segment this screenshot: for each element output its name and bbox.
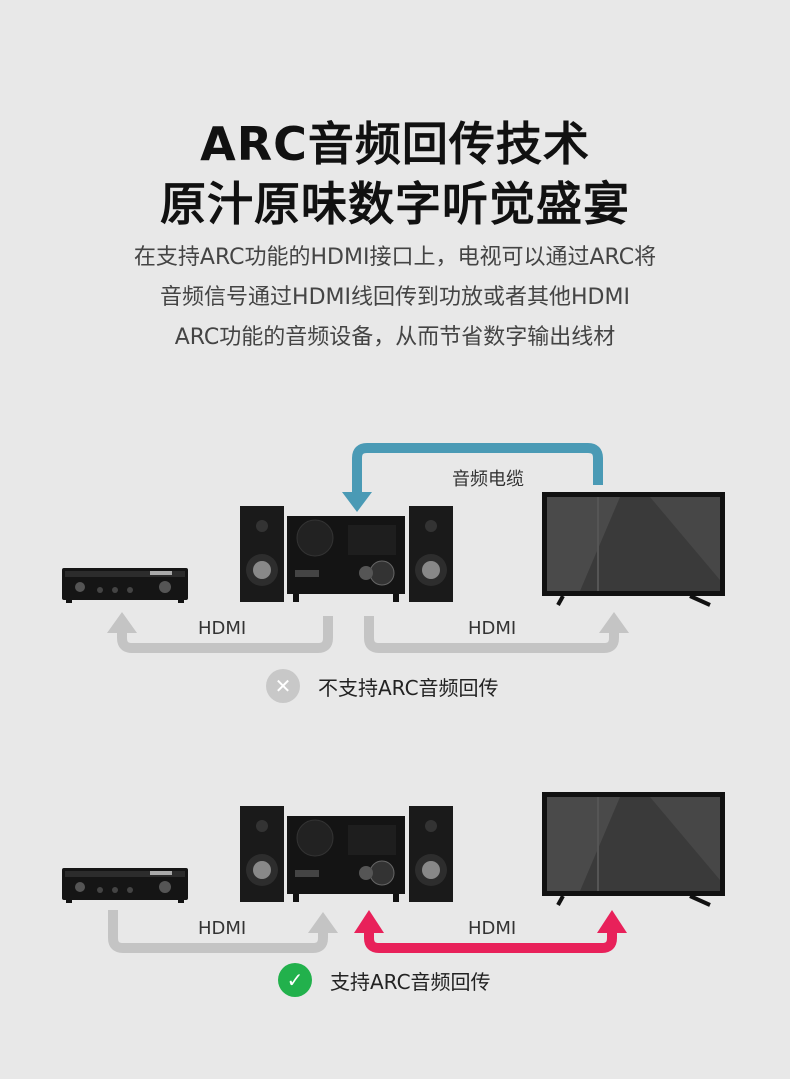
hdmi-right-arrowhead [599, 612, 629, 633]
audio-cable-arrow [352, 443, 603, 495]
arc-return-arrow [364, 930, 617, 953]
page-title-line1: ARC音频回传技术 [200, 117, 590, 171]
hdmi-right-label: HDMI [468, 918, 517, 939]
hdmi-left-arrow [108, 910, 328, 953]
status-no-arc: ✕ 不支持ARC音频回传 [266, 669, 499, 703]
cross-icon: ✕ [266, 669, 300, 703]
description-line2: 音频信号通过HDMI线回传到功放或者其他HDMI [160, 285, 630, 310]
hdmi-left-arrowhead [308, 912, 338, 933]
tv-icon [542, 492, 725, 607]
hdmi-right-label: HDMI [468, 618, 517, 639]
check-icon: ✓ [278, 963, 312, 997]
diagram-no-arc-graphics [62, 443, 725, 653]
arc-arrowhead-left [354, 910, 384, 933]
status-arc: ✓ 支持ARC音频回传 [278, 963, 491, 997]
audio-cable-label: 音频电缆 [452, 469, 524, 490]
hdmi-right-arrow [364, 616, 619, 653]
hdmi-left-arrowhead [107, 612, 137, 633]
hdmi-left-label: HDMI [198, 918, 247, 939]
diagram-arc: HDMI HDMI ✓ 支持ARC音频回传 [0, 780, 790, 1020]
hdmi-left-arrow [117, 616, 333, 653]
page-title-line2: 原汁原味数字听觉盛宴 [160, 177, 630, 231]
speaker-system-icon [240, 806, 453, 902]
amplifier-icon [62, 568, 188, 603]
description-line3: ARC功能的音频设备，从而节省数字输出线材 [174, 325, 616, 350]
diagram-arc-graphics [62, 792, 725, 953]
tv-icon [542, 792, 725, 907]
diagram-no-arc: 音频电缆 HDMI HDMI ✕ 不支持ARC音频回传 [0, 440, 790, 740]
speaker-system-icon [240, 506, 453, 602]
arc-arrowhead-right [597, 910, 627, 933]
hdmi-left-label: HDMI [198, 618, 247, 639]
status-arc-text: 支持ARC音频回传 [330, 969, 491, 994]
description-line1: 在支持ARC功能的HDMI接口上，电视可以通过ARC将 [133, 245, 657, 270]
audio-cable-arrowhead [342, 492, 372, 512]
status-no-arc-text: 不支持ARC音频回传 [318, 675, 499, 700]
amplifier-icon [62, 868, 188, 903]
